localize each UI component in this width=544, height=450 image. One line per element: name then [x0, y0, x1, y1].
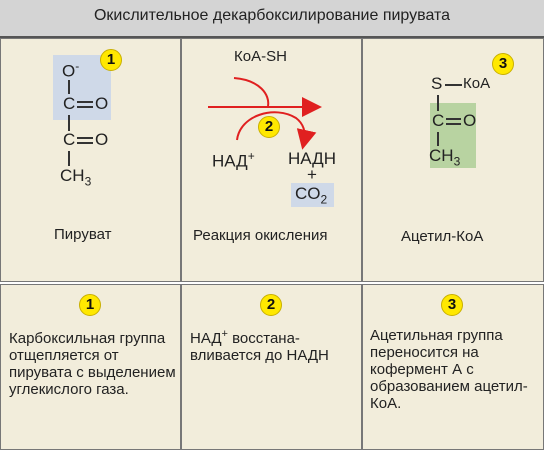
- desc2-plus: +: [221, 328, 228, 340]
- desc-text-2: НАД+ восстана-вливается до НАДН: [190, 328, 356, 365]
- acetyl-coa-caption: Ацетил-КоА: [401, 228, 484, 245]
- double-bond-c1-a: [77, 101, 93, 103]
- acetyl-coa-label: КоА: [463, 75, 491, 92]
- bond-c-ch3: [437, 132, 439, 146]
- bond-s-coa: [445, 84, 462, 86]
- ch3-subscript: 3: [84, 174, 92, 189]
- step-badge-1: 1: [100, 49, 122, 71]
- co2-subscript: 2: [320, 192, 328, 207]
- desc-text-1: Карбоксильная группа отщепляется от пиру…: [9, 330, 176, 398]
- pyruvate-o1: O: [95, 94, 109, 113]
- nad-plus: +: [247, 149, 255, 163]
- ch-text: CH: [60, 166, 85, 185]
- desc2-nad: НАД: [190, 330, 222, 347]
- desc-text-3: Ацетильная группа переносится на коферме…: [370, 327, 528, 412]
- minus-charge: -: [75, 59, 80, 73]
- bond-s-c: [437, 95, 439, 111]
- panel-reaction: [181, 38, 362, 282]
- double-bond-c-a: [446, 118, 461, 120]
- step-badge-3: 3: [492, 53, 514, 75]
- double-bond-c1-b: [77, 106, 93, 108]
- pyruvate-o2: O: [95, 130, 109, 149]
- double-bond-c-b: [446, 123, 461, 125]
- co2-highlight: [291, 183, 334, 207]
- pyruvate-c1: C: [63, 94, 76, 113]
- o-atom: O: [62, 61, 76, 81]
- acetyl-o: O: [463, 111, 477, 130]
- bond-c2-ch3: [68, 151, 70, 166]
- ch-text: CH: [429, 146, 454, 165]
- desc-badge-3: 3: [441, 294, 463, 316]
- acetyl-c: C: [432, 111, 445, 130]
- plus-sign: +: [307, 165, 317, 184]
- co2-label: CO2: [295, 184, 327, 206]
- reaction-caption: Реакция окисления: [193, 227, 328, 244]
- double-bond-c2-b: [77, 142, 93, 144]
- pyruvate-ch3: CH3: [60, 166, 91, 188]
- coa-entry-arrow: [233, 77, 270, 107]
- nadh-label: НАДН: [288, 149, 336, 168]
- double-bond-c2-a: [77, 137, 93, 139]
- diagram-title: Окислительное декарбоксилирование пирува…: [93, 7, 451, 24]
- desc-badge-1: 1: [79, 294, 101, 316]
- bond-c1-c2: [68, 115, 70, 131]
- desc-badge-2: 2: [260, 294, 282, 316]
- acetyl-s: S: [431, 74, 443, 93]
- title-bar: Окислительное декарбоксилирование пирува…: [0, 0, 544, 38]
- nad-text: НАД: [212, 151, 248, 171]
- ch3-subscript: 3: [453, 154, 461, 169]
- step-badge-2: 2: [258, 116, 280, 138]
- acetyl-ch3: CH3: [429, 146, 460, 168]
- pyruvate-o-minus: O-: [62, 59, 79, 82]
- coa-sh-label: КоА-SH: [234, 48, 287, 65]
- nad-nadh-arrow: [236, 111, 317, 150]
- pyruvate-c2: C: [63, 130, 76, 149]
- bond-o-c1: [68, 80, 70, 94]
- desc2-rest: восстана-вливается до НАДН: [190, 330, 329, 364]
- nad-label: НАД+: [212, 149, 255, 172]
- co-text: CO: [295, 184, 321, 203]
- pyruvate-caption: Пируват: [54, 226, 112, 243]
